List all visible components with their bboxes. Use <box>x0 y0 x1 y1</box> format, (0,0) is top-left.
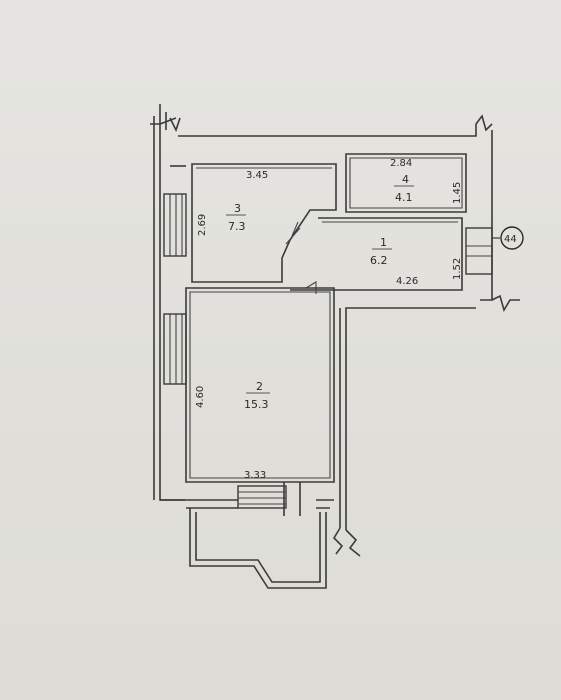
room-3-area: 7.3 <box>228 220 246 233</box>
room-1-labels: 1 6.2 4.26 1.52 <box>370 236 463 287</box>
building-marker: 44 <box>492 226 524 250</box>
room-4-width-label: 2.84 <box>390 158 412 169</box>
room-2-depth-label: 4.60 <box>195 386 206 408</box>
room-4-area: 4.1 <box>395 191 413 204</box>
room-4-depth-label: 1.45 <box>452 182 463 204</box>
window-room-2 <box>163 313 187 385</box>
room-2-area: 15.3 <box>244 398 269 411</box>
room-2-number: 2 <box>256 380 263 393</box>
balcony-door <box>237 482 301 516</box>
room-3-labels: 3 7.3 3.45 2.69 <box>197 170 268 236</box>
room-3-number: 3 <box>234 202 241 215</box>
window-room-3 <box>163 193 187 257</box>
room-1-width-label: 4.26 <box>396 276 418 287</box>
room-1-outline <box>285 217 463 294</box>
room-3-outline <box>191 163 337 283</box>
room-1-area: 6.2 <box>370 254 388 267</box>
outer-walls <box>150 104 520 557</box>
marker-number: 44 <box>504 234 517 245</box>
room-4-labels: 4 4.1 2.84 1.45 <box>390 158 463 204</box>
room-1-number: 1 <box>380 236 387 249</box>
room-3-depth-label: 2.69 <box>197 214 208 236</box>
room-2-outline <box>185 287 335 483</box>
room-2-labels: 2 15.3 4.60 3.33 <box>195 380 270 481</box>
balcony-outline <box>160 499 334 589</box>
room-4-number: 4 <box>402 173 409 186</box>
room-2-width-label: 3.33 <box>244 470 266 481</box>
room-1-depth-label: 1.52 <box>452 258 463 280</box>
room-4-outline <box>345 153 467 213</box>
window-room-1 <box>465 227 493 275</box>
room-3-width-label: 3.45 <box>246 170 268 181</box>
